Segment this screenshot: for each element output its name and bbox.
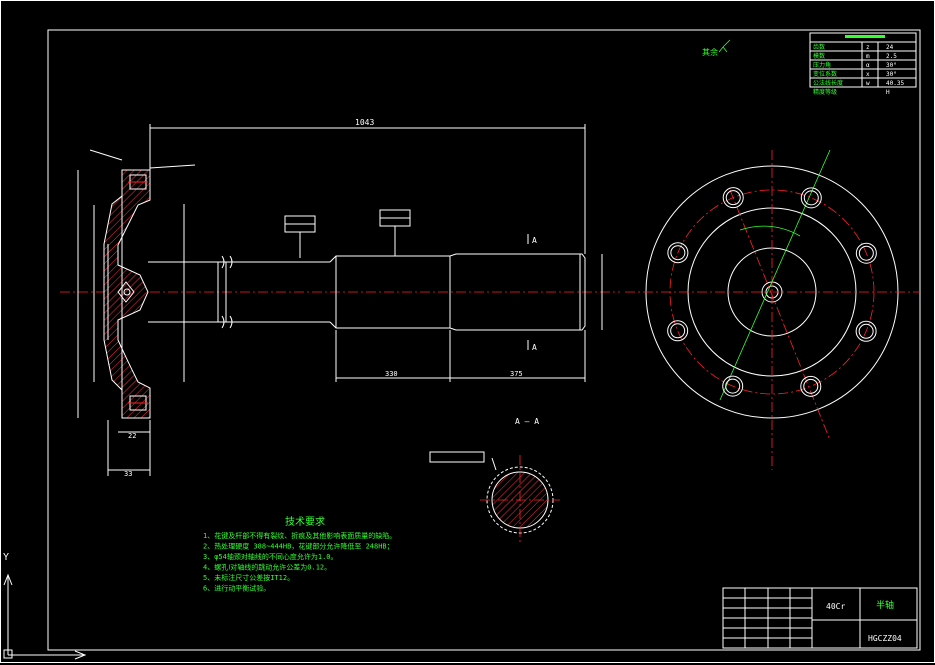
dim-flange-thickness: 33 <box>124 470 132 478</box>
roughness-symbol <box>718 39 731 53</box>
bolt-hole-inner <box>803 190 819 206</box>
bolt-hole-inner <box>670 323 686 339</box>
bolt-hole <box>855 242 877 264</box>
section-mark-top: A <box>532 236 537 245</box>
bolt-hole <box>855 320 877 342</box>
tech-note: 4、螺孔Ⅰ对轴线的跳动允许公差为0.12。 <box>203 563 331 572</box>
tech-note: 5、未标注尺寸公差按IT12。 <box>203 573 294 582</box>
param-name: 公法线长度 <box>813 79 843 87</box>
bolt-hole <box>800 375 822 397</box>
param-symbol: x <box>866 71 870 78</box>
dim-overall-length: 1043 <box>355 118 374 127</box>
bolt-hole <box>722 187 744 209</box>
inner-frame <box>47 29 921 651</box>
bolt-hole-inner <box>670 245 686 261</box>
param-value: 40.35 <box>886 80 904 87</box>
tech-requirements-list: 1、花键及杆部不得有裂纹、折痕及其他影响表面质量的缺陷。 2、热处理硬度 388~… <box>203 531 396 593</box>
param-value: 2.5 <box>886 53 897 60</box>
bolt-hole-inner <box>858 323 874 339</box>
section-mark-bottom: A <box>532 343 537 352</box>
bolt-hole-inner <box>858 245 874 261</box>
param-name: 齿数 <box>813 43 825 51</box>
param-symbol: w <box>866 80 870 87</box>
tech-note: 1、花键及杆部不得有裂纹、折痕及其他影响表面质量的缺陷。 <box>203 531 396 540</box>
dim-segment-2: 375 <box>510 370 523 378</box>
drawing-number-label: HGCZZ04 <box>868 634 902 643</box>
bolt-hole-inner <box>803 378 819 394</box>
tech-note: 3、φ54轴颈对轴线的不同心度允许为1.0。 <box>203 552 338 561</box>
param-name: 压力角 <box>813 61 831 69</box>
bolt-hole <box>800 187 822 209</box>
param-name: 精度等级 <box>813 88 837 96</box>
section-label: A — A <box>515 417 539 426</box>
param-symbol: α <box>866 62 870 69</box>
flange-end-view <box>625 149 920 470</box>
axis-y-label: Y <box>3 552 9 563</box>
param-value: 30° <box>886 71 897 78</box>
title-block: 40Cr 半轴 HGCZZ04 <box>722 587 918 649</box>
param-symbol: m <box>866 53 870 60</box>
param-symbol: z <box>866 44 870 51</box>
tech-note: 2、热处理硬度 388~444HB，花键部分允许降低至 248HB； <box>203 542 394 551</box>
material-label: 40Cr <box>826 602 845 611</box>
param-name: 模数 <box>813 52 825 60</box>
bolt-hole-inner <box>725 190 741 206</box>
gear-parameter-table: 齿数 z 24 模数 m 2.5 压力角 α 30° 变位系数 x 30° 公法线长度 w 40.35 精度等… <box>809 32 917 96</box>
ucs-icon: Y <box>3 552 87 660</box>
param-name: 变位系数 <box>813 70 837 78</box>
dim-hub-width: 22 <box>128 432 136 440</box>
param-value: H <box>886 89 890 96</box>
part-name-label: 半轴 <box>876 599 894 611</box>
shaft-side-view: 1043 330 375 22 33 A A <box>60 118 620 478</box>
bolt-hole-inner <box>725 378 741 394</box>
spline-section <box>429 451 560 545</box>
roughness-note: 其余 <box>702 47 718 57</box>
bolt-hole <box>722 375 744 397</box>
param-value: 24 <box>886 44 894 51</box>
bolt-hole <box>667 242 689 264</box>
tech-requirements-title: 技术要求 <box>285 515 325 528</box>
bolt-hole <box>667 320 689 342</box>
param-value: 30° <box>886 62 897 69</box>
tech-note: 6、进行动平衡试验。 <box>203 584 270 593</box>
dim-segment-1: 330 <box>385 370 398 378</box>
